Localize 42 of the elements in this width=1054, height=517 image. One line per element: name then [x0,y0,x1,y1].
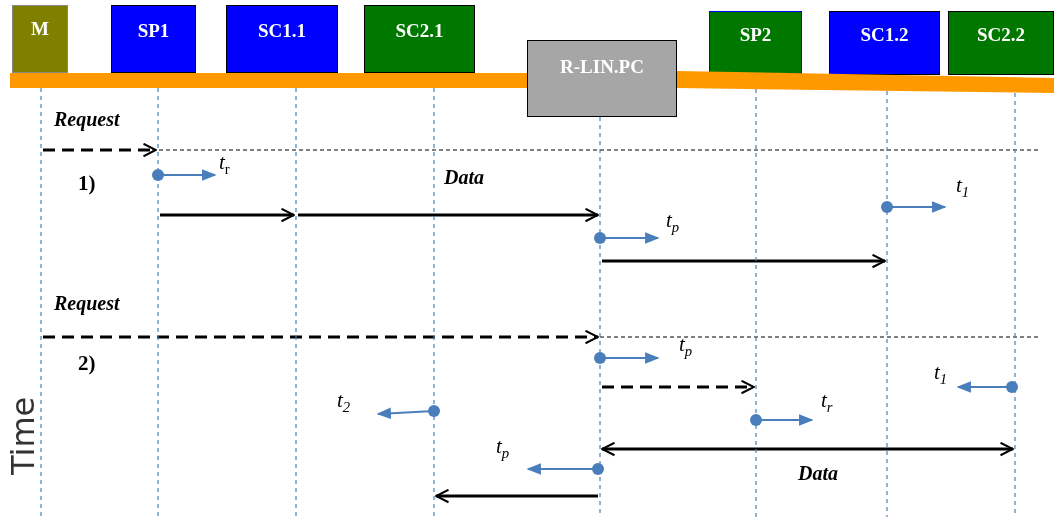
lifeline [39,88,43,517]
participant-label: SC1.2 [860,24,909,46]
time-label: t$_{p}$ [496,434,510,463]
participant-label: SP2 [739,23,772,46]
message-arrow [602,253,886,269]
message-arrow [160,207,295,223]
message-arrow [435,488,598,504]
participant-box [948,11,1054,75]
message-arrow [601,441,1014,457]
participant-label: M [31,18,49,40]
participant-box [364,5,475,73]
participant-label: SC2.1 [395,20,444,42]
lifeline [885,91,889,517]
lifeline [432,88,436,517]
participant-box [829,11,940,75]
participant-label: R-LIN.PC [560,55,644,78]
participant-box [709,11,802,74]
time-label: t$_{1}$ [934,360,948,389]
participant-box [12,5,68,73]
message-arrow [602,379,755,395]
axis-label: Time [4,396,42,475]
phase-number: 2) [78,351,96,376]
message-arrow [43,142,157,158]
participant-label: SP1 [137,20,170,42]
phase-number: 1) [78,171,96,196]
participant-box [111,5,196,73]
lifeline [754,89,758,517]
time-label: t$_{r}$ [821,388,833,417]
message-arrow [43,329,599,345]
participant-box [226,5,338,73]
bus-line [10,71,1054,93]
lifeline [156,88,160,517]
participant-label: SC1.1 [257,20,306,42]
time-label: t$_{p}$ [666,208,680,237]
lifeline [294,88,298,517]
message-arrow [298,207,599,223]
participant-label: SC2.2 [976,24,1025,46]
time-label: t$_{1}$ [956,173,970,202]
time-label: t$_{p}$ [679,332,693,361]
participant-box [527,40,677,117]
time-label: t$_{r}$ [219,150,230,179]
time-label: t$_{2}$ [337,388,351,417]
